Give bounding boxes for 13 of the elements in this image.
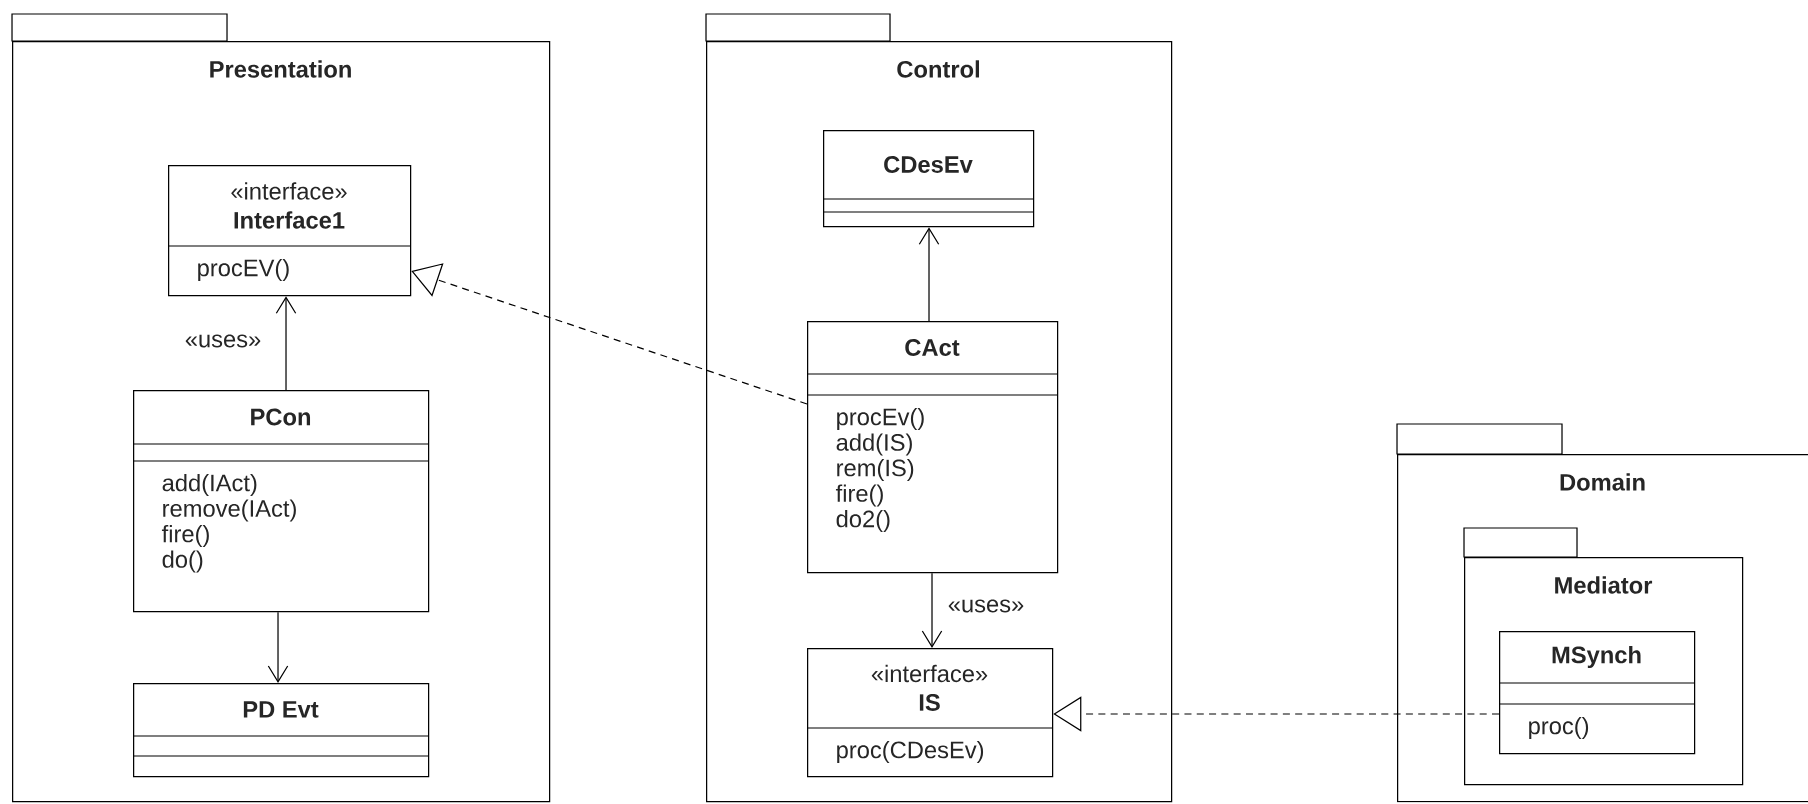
class-box: «interface» Interface1 procEV() (167, 165, 412, 297)
arrow (275, 296, 297, 391)
arrow (918, 227, 940, 322)
class-box: MSynch proc() (1498, 631, 1696, 755)
arrow (267, 611, 289, 683)
class-box: «interface» IS proc(CDesEv) (806, 648, 1054, 778)
arrow (921, 572, 943, 648)
class-box: PCon add(IAct) remove(IAct) fire() do() (132, 390, 430, 613)
class-box: PD Evt (132, 683, 430, 778)
arrow (1053, 696, 1500, 732)
arrow (411, 263, 808, 405)
class-box: CAct procEv() add(IS) rem(IS) fire() do2() (806, 321, 1059, 574)
class-box: CDesEv (822, 130, 1035, 228)
